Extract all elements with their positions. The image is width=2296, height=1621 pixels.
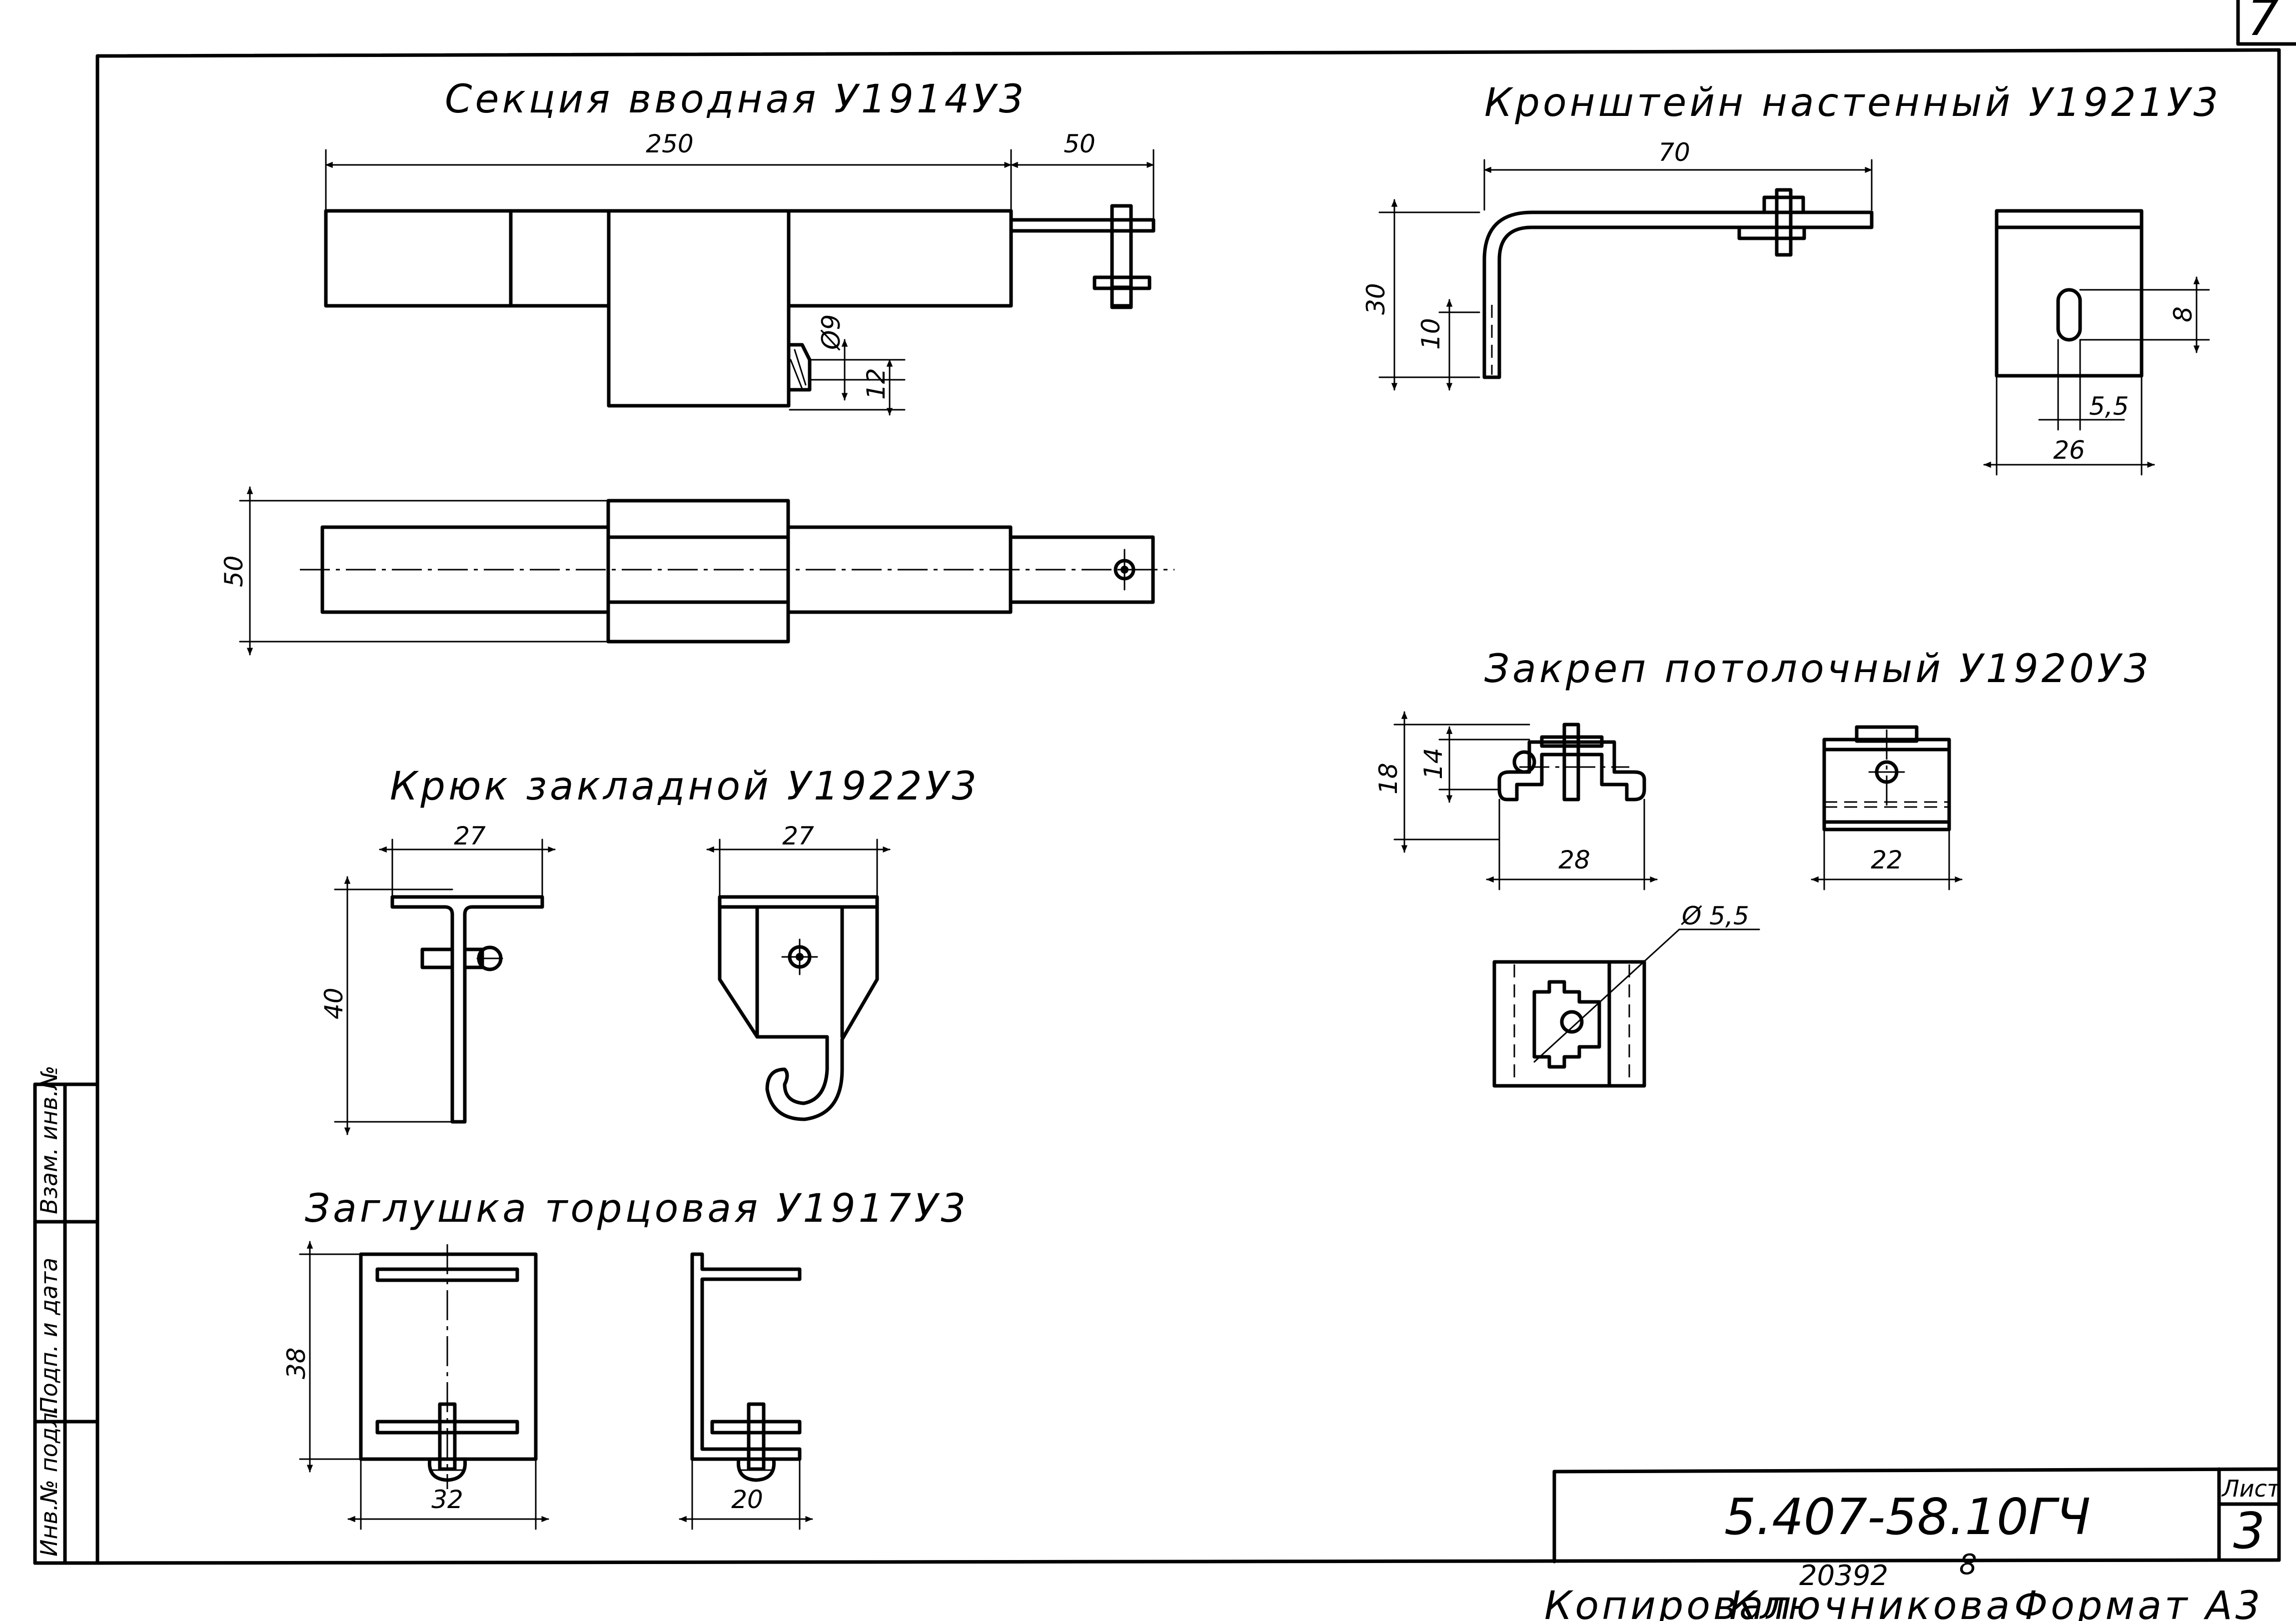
side-stamp-inv-original: Инв.№ подл. (35, 1405, 62, 1557)
clamp-side-dimensions (1393, 711, 1658, 890)
bracket-side-view (1482, 188, 1874, 379)
title-block (1552, 1467, 2281, 1564)
corner-sheet-number: 7 (2247, 0, 2279, 47)
dim-hook-width-side: 27 (454, 821, 486, 850)
dim-bracket-slot-height: 8 (2169, 306, 2198, 322)
dim-cap-width-front: 32 (431, 1485, 463, 1514)
cap-front-dimensions (299, 1241, 549, 1530)
clamp-front-dimensions (1811, 828, 1963, 890)
title-clamp: Закреп потолочный У1920У3 (1484, 647, 2152, 692)
dim-cap-height: 38 (282, 1347, 311, 1379)
dim-bracket-slot-width: 5,5 (2089, 392, 2129, 421)
cap-side-dimensions (679, 1458, 813, 1530)
hook-side-dimensions (334, 838, 556, 1135)
copied-by-name: Ключникова (1729, 1584, 2013, 1621)
document-designation: 5.407-58.10ГЧ (1724, 1488, 2091, 1546)
dim-clamp-inner-height: 14 (1419, 748, 1448, 780)
order-number: 20392 (1799, 1560, 1888, 1592)
title-hook: Крюк закладной У1922У3 (390, 764, 980, 809)
section-top-view (300, 499, 1174, 644)
dim-section-length: 250 (646, 129, 693, 158)
title-bracket: Кронштейн настенный У1921У3 (1484, 80, 2221, 125)
section-front-dimensions (325, 149, 1154, 416)
dim-hook-width-front: 27 (782, 821, 814, 850)
bracket-front-dimensions (1983, 276, 2210, 476)
section-top-dimensions (239, 486, 609, 656)
dim-bracket-plate-width: 26 (2053, 436, 2085, 465)
dim-clamp-height: 18 (1374, 763, 1403, 795)
clamp-front-view (1822, 725, 1951, 831)
copied-label: Копировал (1544, 1584, 1794, 1621)
dim-bracket-height: 30 (1361, 283, 1390, 315)
dim-section-hole: Ø9 (817, 314, 846, 351)
dim-clamp-hole: Ø 5,5 (1681, 901, 1749, 930)
bracket-side-dimensions (1378, 159, 1873, 391)
hook-front-view (718, 895, 879, 1121)
sheet-frame (95, 0, 2296, 1565)
title-cap: Заглушка торцовая У1917У3 (305, 1186, 969, 1231)
bracket-front-view (1995, 209, 2144, 378)
dim-clamp-width-front: 28 (1558, 845, 1590, 874)
dim-section-hole-offset: 12 (862, 368, 891, 400)
section-front-view (324, 204, 1155, 408)
title-section: Секция вводная У1914У3 (445, 77, 1027, 122)
dim-bracket-leg: 10 (1416, 318, 1445, 350)
sheet-format: Формат А3 (2014, 1584, 2263, 1621)
cap-front-view (359, 1244, 538, 1489)
clamp-side-view (1497, 723, 1646, 802)
dim-hook-height: 40 (319, 987, 348, 1019)
side-stamp-replacement-inv: Взам. инв.№ (35, 1065, 62, 1214)
side-stamp-signature-date: Подп. и дата (35, 1258, 62, 1414)
side-stamp (33, 1082, 99, 1565)
sheet-label: Лист (2221, 1475, 2281, 1502)
clamp-top-view (1492, 928, 1760, 1088)
dim-section-tail: 50 (1064, 129, 1096, 158)
sheet-number: 3 (2233, 1502, 2265, 1560)
cap-side-view (690, 1252, 802, 1482)
dim-section-width: 50 (219, 555, 248, 587)
copies-count: 8 (1959, 1549, 1977, 1581)
dim-bracket-length: 70 (1658, 138, 1690, 167)
dim-clamp-width-side: 22 (1871, 845, 1903, 874)
hook-front-dimensions (706, 838, 891, 898)
dim-cap-width-side: 20 (731, 1485, 763, 1514)
hook-side-view (390, 895, 544, 1124)
